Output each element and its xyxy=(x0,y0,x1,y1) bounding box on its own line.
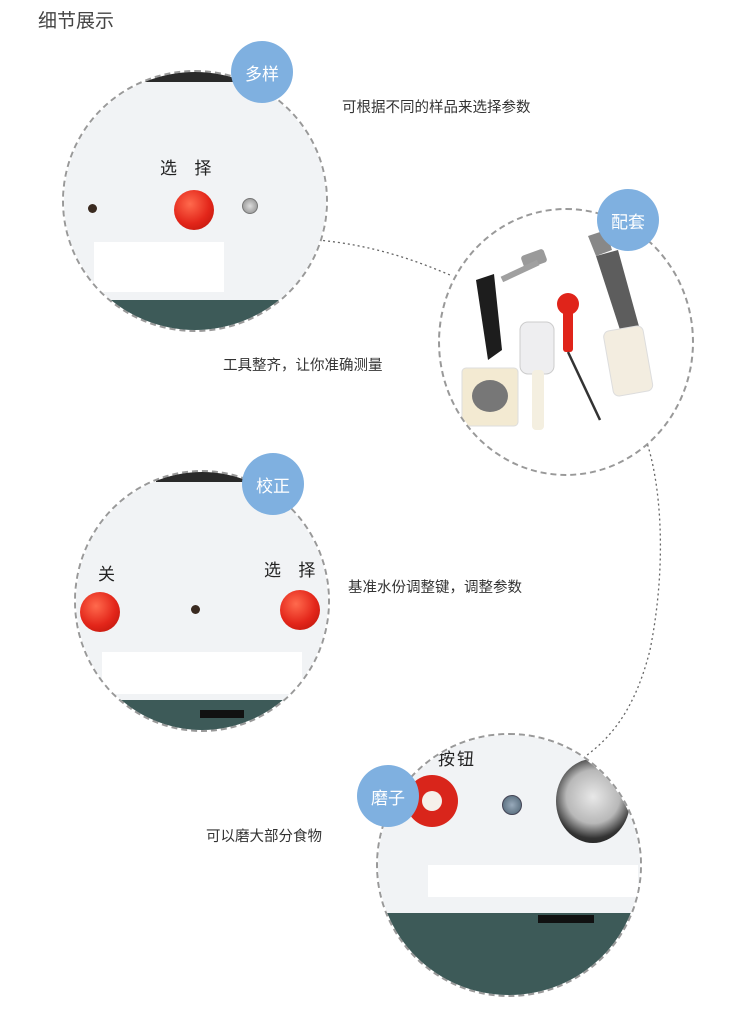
badge-grinder: 磨子 xyxy=(357,765,419,827)
crank-handle-icon xyxy=(476,249,547,360)
badge-kit: 配套 xyxy=(597,189,659,251)
screwdriver-icon xyxy=(557,293,602,421)
badge-variety: 多样 xyxy=(231,41,293,103)
detail-circle-selector: 选 择 xyxy=(62,70,328,332)
page-title: 细节展示 xyxy=(38,10,115,32)
panel-top-edge xyxy=(124,72,284,82)
grinder-knob xyxy=(556,759,630,843)
cleaning-brush-icon xyxy=(519,321,555,430)
spanner-icon xyxy=(588,230,654,397)
label-sticker xyxy=(428,865,638,897)
description-grinder: 可以磨大部分食物 xyxy=(206,829,322,845)
vent-slot xyxy=(538,915,594,923)
description-calibration: 基准水份调整键，调整参数 xyxy=(348,580,522,596)
screw-icon xyxy=(242,198,258,214)
description-variety: 可根据不同的样品来选择参数 xyxy=(342,100,531,116)
vent-slot xyxy=(200,710,244,718)
panel-label-select: 选 择 xyxy=(160,159,218,179)
panel-label-button: 按钮 xyxy=(438,750,476,770)
indicator-hole xyxy=(191,605,200,614)
base-strip xyxy=(64,300,326,330)
panel-label-select: 选 择 xyxy=(264,561,322,581)
label-sticker xyxy=(102,652,302,694)
badge-calibration: 校正 xyxy=(242,453,304,515)
indicator-hole xyxy=(88,204,97,213)
tools-illustration xyxy=(461,230,654,430)
sample-cup-icon xyxy=(461,367,519,427)
base-strip xyxy=(378,913,640,995)
label-sticker xyxy=(94,242,224,292)
description-kit: 工具整齐，让你准确测量 xyxy=(223,358,383,374)
switch-button xyxy=(80,592,120,632)
detail-circle-grinder: 按钮 xyxy=(376,733,642,997)
select-button xyxy=(280,590,320,630)
panel-top-edge xyxy=(156,472,296,482)
select-button xyxy=(174,190,214,230)
detail-circle-tools xyxy=(438,208,694,476)
screw-icon xyxy=(502,795,522,815)
panel-label-switch: 关 xyxy=(98,565,121,585)
detail-circle-calibration: 关 选 择 xyxy=(74,470,330,732)
